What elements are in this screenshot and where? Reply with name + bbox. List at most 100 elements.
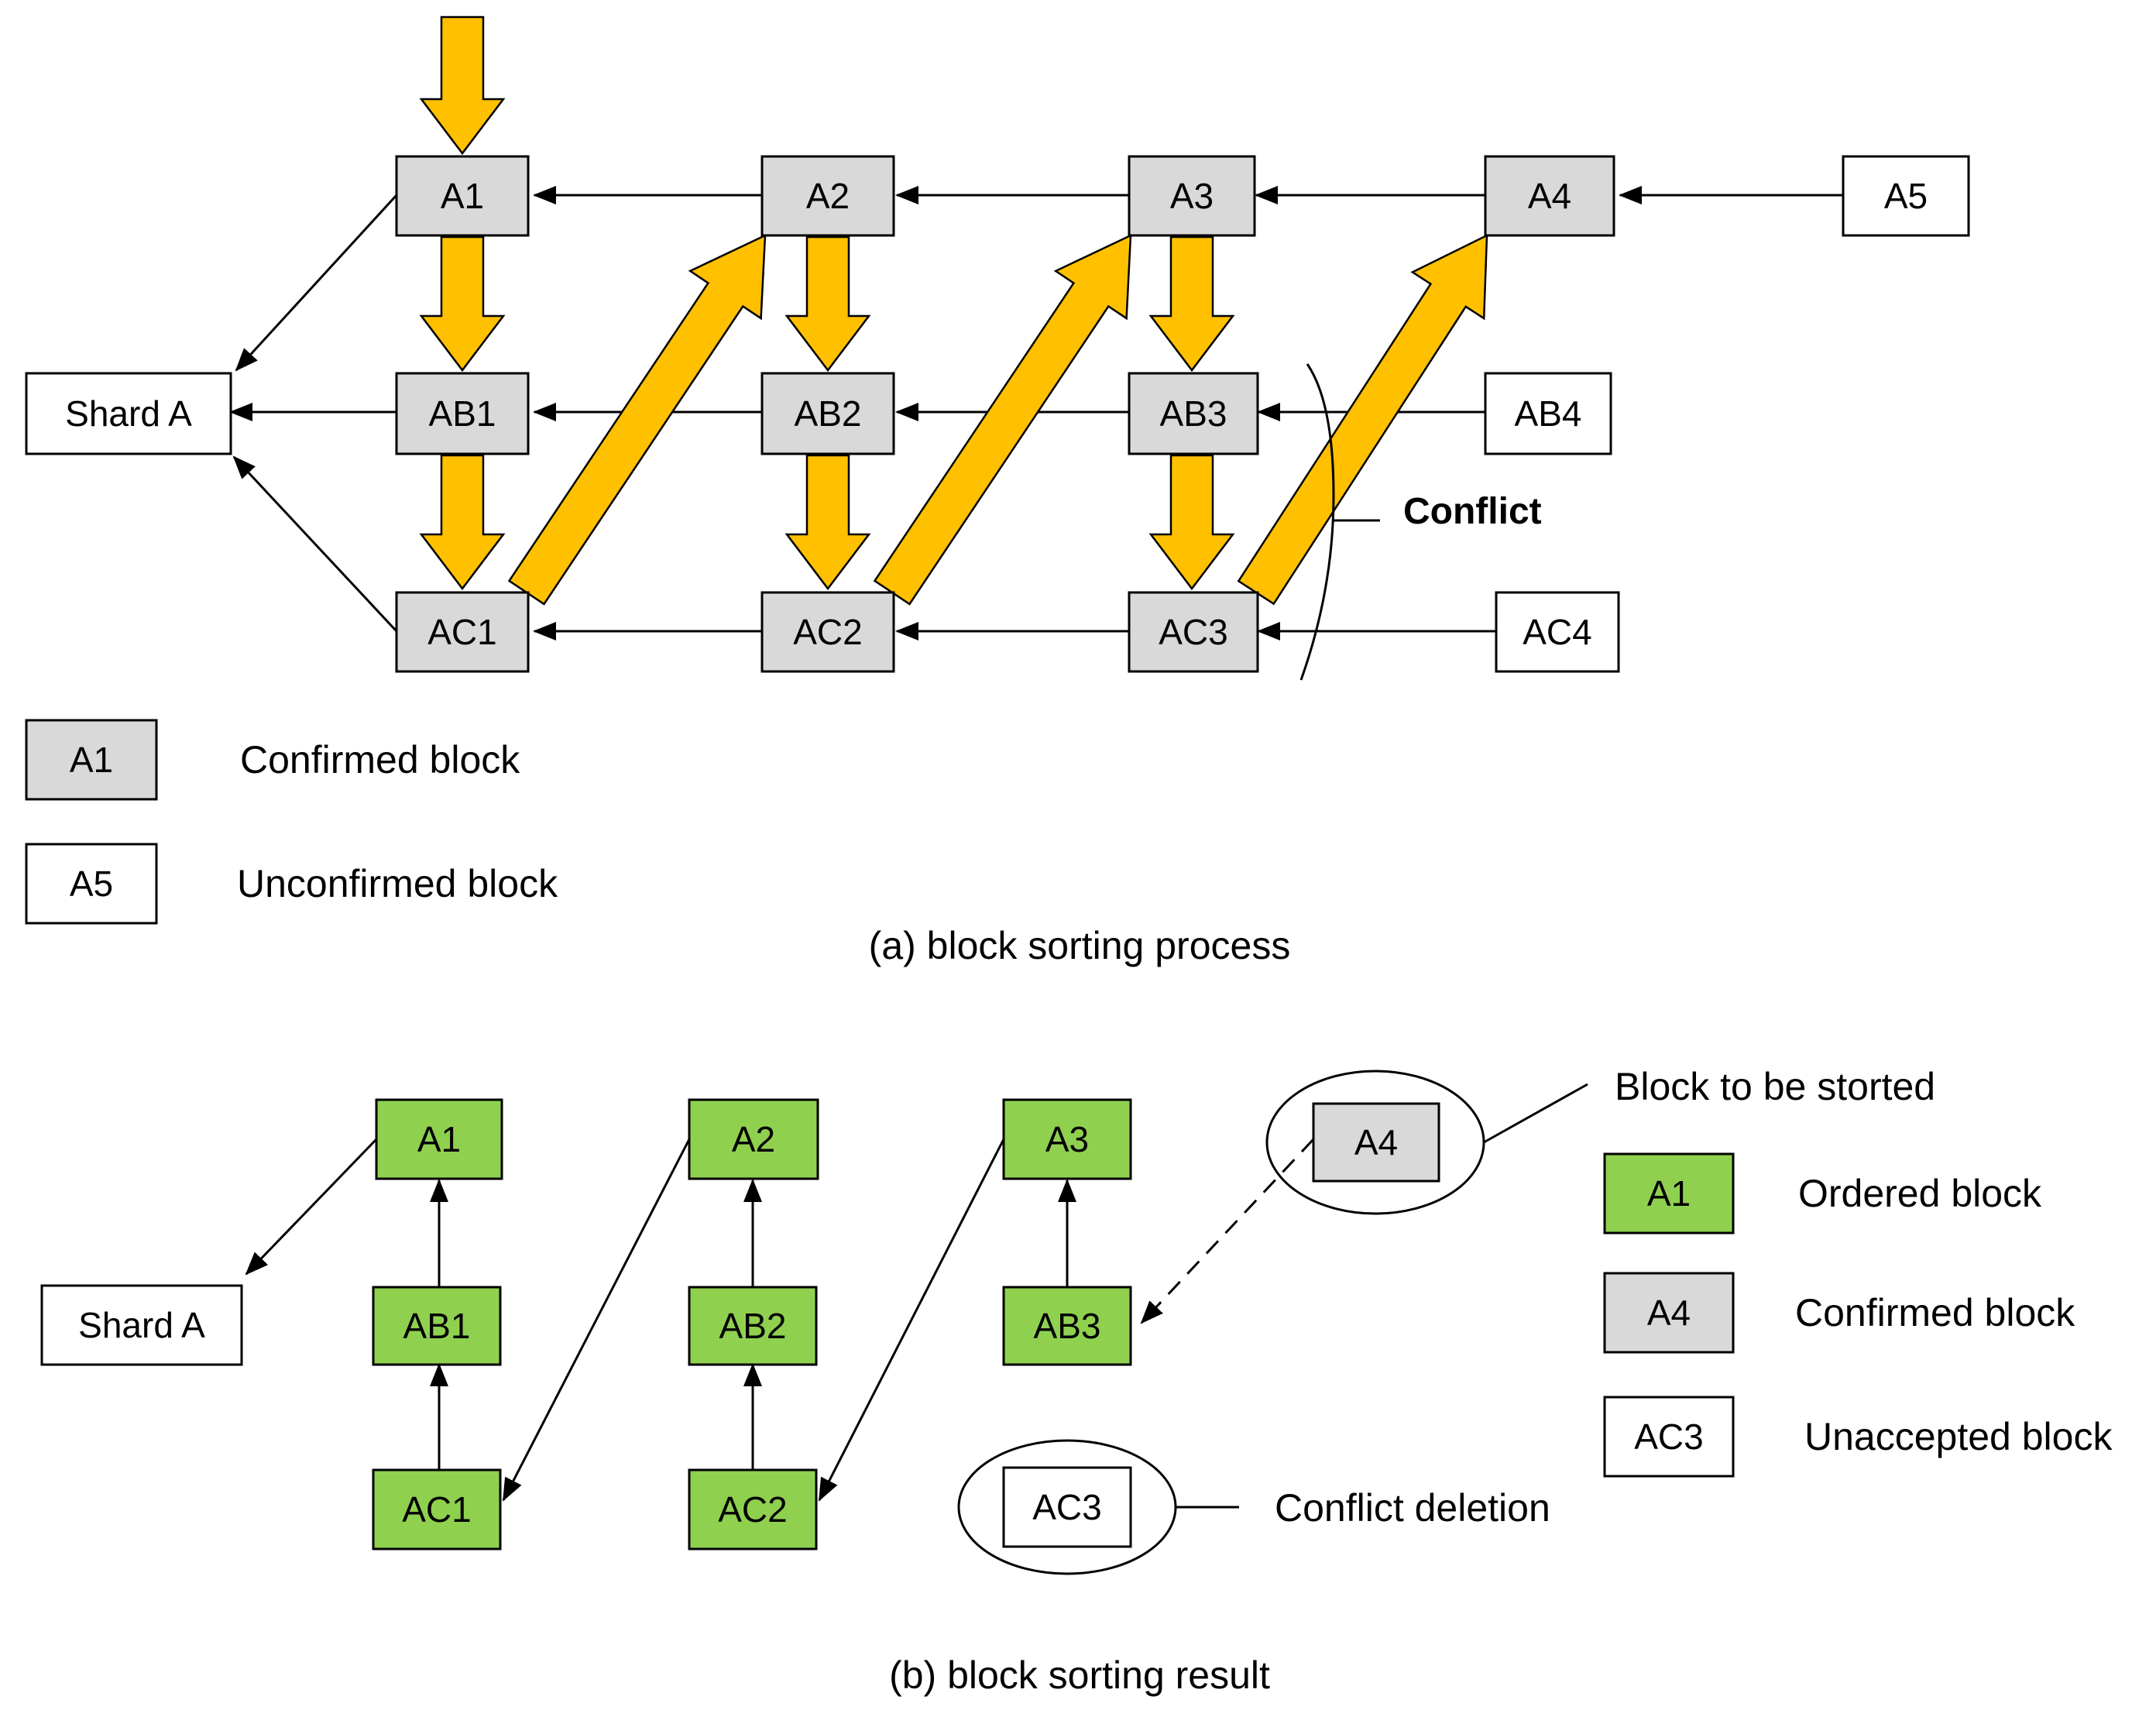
block-a-shard-a: Shard A — [25, 372, 232, 455]
block-b-ac2-label: AC2 — [718, 1489, 787, 1530]
block-b-a1-label: A1 — [417, 1119, 461, 1159]
block-b-ac2: AC2 — [688, 1468, 818, 1550]
block-a-ab4-label: AB4 — [1515, 393, 1582, 434]
block-b-shard-a-label: Shard A — [78, 1305, 205, 1345]
link-b-a4-ab3-dashed — [1140, 1138, 1315, 1324]
block-to-be-sorted-label: Block to be storted — [1615, 1065, 1935, 1108]
link-b-a3-ac2 — [818, 1138, 1005, 1502]
block-a-ac3-label: AC3 — [1159, 612, 1227, 652]
block-a-ac2-label: AC2 — [793, 612, 862, 652]
legend-b-label-2: Unaccepted block — [1804, 1415, 2113, 1458]
block-a-a1-rect — [395, 155, 530, 237]
link-b-a2-ac1 — [502, 1138, 691, 1502]
legend-a-box-0-label: A1 — [70, 740, 113, 780]
block-a-a5: A5 — [1842, 155, 1970, 237]
block-a-ab1-label: AB1 — [429, 393, 496, 434]
block-b-a4-label: A4 — [1354, 1122, 1398, 1162]
block-a-ac3: AC3 — [1128, 591, 1259, 673]
conflict-label: Conflict — [1403, 491, 1542, 532]
link-b-a1-shard — [245, 1138, 378, 1276]
block-a-ac1: AC1 — [395, 591, 530, 673]
sort-arrow-into-a1 — [419, 15, 506, 156]
legend-a-box-1-label: A5 — [70, 864, 113, 904]
block-a-a2-rect — [760, 155, 895, 237]
block-b-shard-a-rect — [40, 1284, 243, 1366]
block-b-shard-a: Shard A — [40, 1284, 243, 1366]
block-b-ab2-label: AB2 — [719, 1306, 787, 1346]
block-a-ac4: AC4 — [1495, 591, 1620, 673]
block-a-ac3-rect — [1128, 591, 1259, 673]
block-a-shard-a-label: Shard A — [65, 393, 192, 434]
block-a-a1-label: A1 — [441, 176, 484, 216]
legend-b-box-1: A4 — [1603, 1272, 1735, 1354]
part-b-callouts — [957, 1070, 1588, 1575]
link-ac1-shard — [232, 455, 398, 633]
legend-b-box-2-rect — [1603, 1396, 1735, 1478]
block-b-a2-rect — [688, 1098, 819, 1180]
block-a-ac2-rect — [760, 591, 895, 673]
legend-a-label-1: Unconfirmed block — [237, 862, 558, 905]
block-b-ac3-rect — [1002, 1466, 1132, 1548]
block-a-a4-rect — [1484, 155, 1615, 237]
block-b-ac1-label: AC1 — [402, 1489, 471, 1530]
block-a-ab3: AB3 — [1128, 372, 1259, 455]
block-b-a3: A3 — [1002, 1098, 1132, 1180]
block-a-ab3-label: AB3 — [1160, 393, 1227, 434]
block-a-a3: A3 — [1128, 155, 1256, 237]
legend-b-box-1-rect — [1603, 1272, 1735, 1354]
block-b-ab3-rect — [1002, 1286, 1132, 1366]
block-b-ab3: AB3 — [1002, 1286, 1132, 1366]
legend-b-label-0: Ordered block — [1798, 1172, 2042, 1215]
block-a-a2-label: A2 — [806, 176, 850, 216]
block-a-ab4: AB4 — [1484, 372, 1612, 455]
block-a-ac1-rect — [395, 591, 530, 673]
legend-a-box-0: A1 — [25, 719, 158, 801]
legend-a-box-1-rect — [25, 843, 158, 925]
block-a-ab4-rect — [1484, 372, 1612, 455]
block-b-a2: A2 — [688, 1098, 819, 1180]
sort-arrow-ac2-a3 — [873, 233, 1132, 606]
block-a-a4-label: A4 — [1528, 176, 1571, 216]
block-b-a3-label: A3 — [1045, 1119, 1089, 1159]
link-a1-shard — [235, 194, 398, 372]
conflict-deletion-label: Conflict deletion — [1275, 1486, 1550, 1530]
block-b-ab3-label: AB3 — [1034, 1306, 1101, 1346]
block-a-a1: A1 — [395, 155, 530, 237]
part-a-caption: (a) block sorting process — [869, 924, 1291, 967]
block-a-ab1-rect — [395, 372, 530, 455]
sort-arrow-ab2-ac2 — [784, 454, 871, 591]
block-a-a2: A2 — [760, 155, 895, 237]
block-a-a4: A4 — [1484, 155, 1615, 237]
legend-b-label-1: Confirmed block — [1795, 1291, 2075, 1334]
sort-arrow-ab3-ac3 — [1148, 454, 1235, 591]
block-b-ac3-label: AC3 — [1032, 1487, 1101, 1527]
block-to-be-sorted-leader — [1483, 1083, 1588, 1144]
sort-arrow-ac1-a2 — [507, 233, 767, 606]
block-b-ab1-rect — [372, 1286, 502, 1366]
block-a-ab2: AB2 — [760, 372, 895, 455]
block-b-ab2: AB2 — [688, 1286, 818, 1366]
block-a-a3-rect — [1128, 155, 1256, 237]
block-a-ab1: AB1 — [395, 372, 530, 455]
block-b-a3-rect — [1002, 1098, 1132, 1180]
block-b-ab1: AB1 — [372, 1286, 502, 1366]
block-b-a2-label: A2 — [732, 1119, 775, 1159]
block-a-shard-a-rect — [25, 372, 232, 455]
legend-a-box-0-rect — [25, 719, 158, 801]
block-b-a1-rect — [375, 1098, 503, 1180]
block-b-a1: A1 — [375, 1098, 503, 1180]
legend-b-box-2: AC3 — [1603, 1396, 1735, 1478]
legend-b-box-1-label: A4 — [1647, 1293, 1691, 1333]
part-b-links — [245, 1138, 1315, 1502]
part-a-sort-path — [419, 15, 1488, 606]
block-a-ac2: AC2 — [760, 591, 895, 673]
sort-arrow-a2-ab2 — [784, 235, 871, 373]
block-b-ab1-label: AB1 — [403, 1306, 471, 1346]
legend-b-box-0-rect — [1603, 1152, 1735, 1235]
block-a-ac4-label: AC4 — [1523, 612, 1591, 652]
